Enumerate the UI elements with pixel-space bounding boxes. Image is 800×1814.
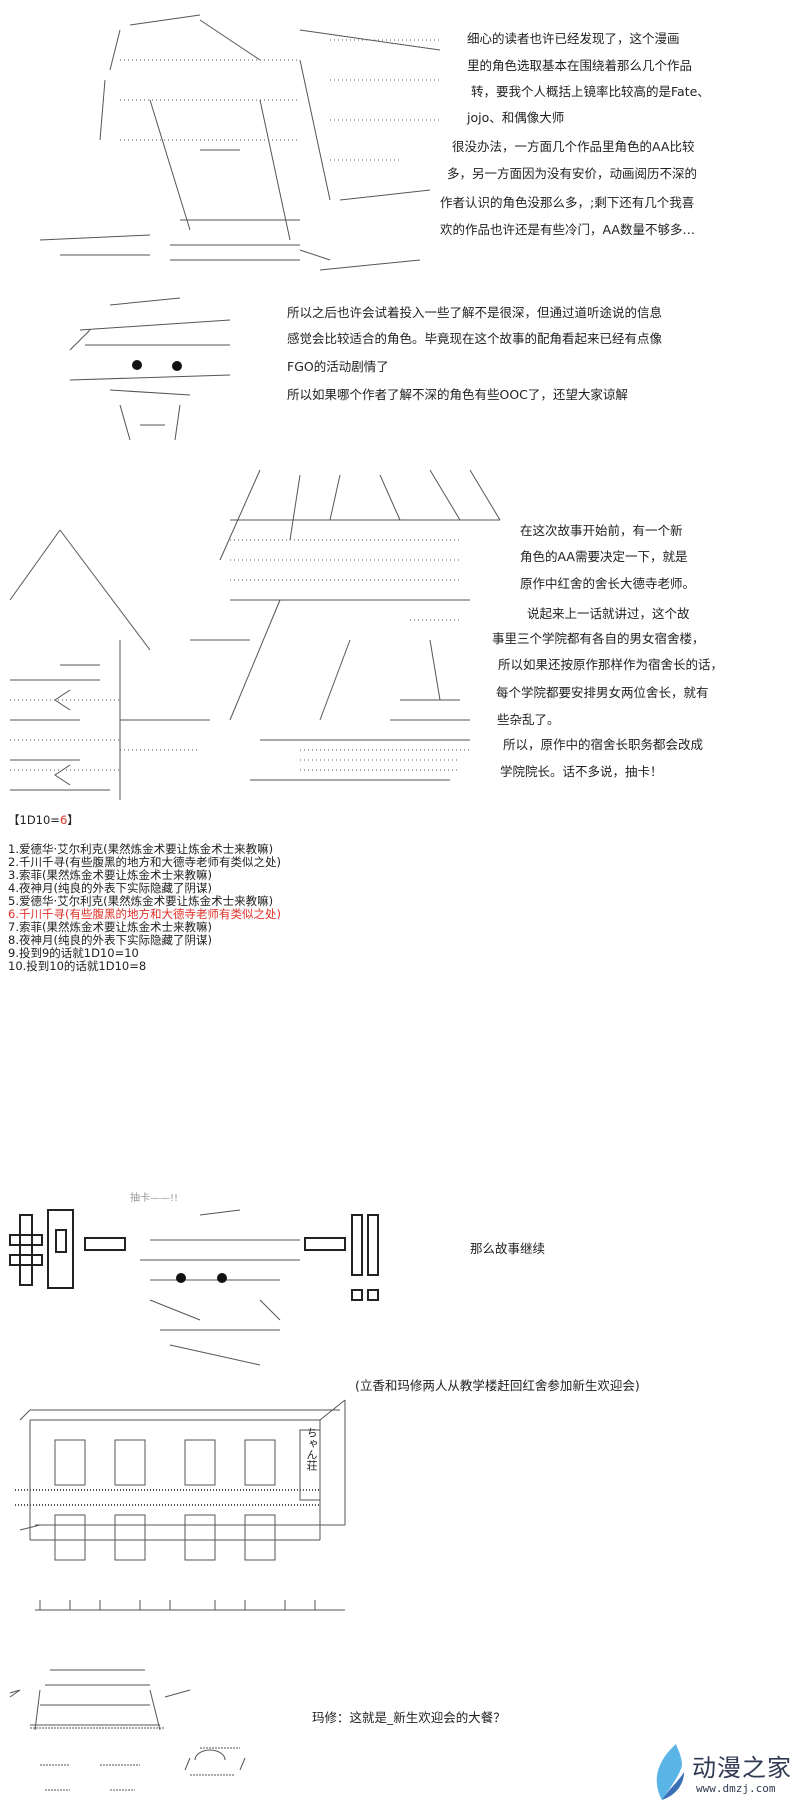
intro-line: 欢的作品也许还是有些冷门，AA数量不够多… — [440, 222, 695, 237]
story-line: 些杂乱了。 — [497, 712, 560, 727]
story-line: 在这次故事开始前，有一个新 — [520, 523, 683, 538]
intro-line: jojo、和偶像大师 — [467, 110, 565, 125]
dorm-caption: (立香和玛修两人从教学楼赶回红舍参加新生欢迎会) — [355, 1378, 640, 1393]
story-line: 角色的AA需要决定一下，就是 — [520, 549, 688, 564]
dice-value: 6 — [59, 813, 68, 827]
dice-option: 8.夜神月(纯良的外表下实际隐藏了阴谋) — [8, 933, 212, 947]
dice-option: 3.索菲(果然炼金术要让炼金术士来教嘛) — [8, 868, 212, 882]
dice-option: 7.索菲(果然炼金术要让炼金术士来教嘛) — [8, 920, 212, 934]
intro-line: 作者认识的角色没那么多，;剩下还有几个我喜 — [440, 195, 695, 210]
draw-caption: 那么故事继续 — [470, 1241, 546, 1256]
flame-logo-icon — [656, 1744, 684, 1800]
dice-option-selected: 6.千川千寻(有些腹黑的地方和大德寺老师有类似之处) — [8, 907, 281, 921]
dice-suffix: 】 — [67, 813, 79, 827]
story-line: 学院院长。话不多说，抽卡！ — [500, 764, 663, 779]
watermark-logo: 动漫之家 www.dmzj.com — [640, 1742, 800, 1804]
meal-plate-art — [9, 1669, 246, 1791]
dice-option: 4.夜神月(纯良的外表下实际隐藏了阴谋) — [8, 881, 212, 895]
story-line: 所以如果还按原作那样作为宿舍长的话， — [498, 657, 724, 672]
story-line: 原作中红舍的舍长大德寺老师。 — [520, 576, 696, 591]
story-line: 说起来上一话就讲过，这个故 — [527, 606, 690, 621]
note-line: 所以如果哪个作者了解不深的角色有些OOC了，还望大家谅解 — [287, 387, 628, 402]
draw-banner-art — [9, 1209, 379, 1301]
story-line: 每个学院都要安排男女两位舍长，就有 — [496, 685, 709, 700]
dice-prefix: 【1D10= — [8, 813, 60, 827]
dice-option: 5.爱德华·艾尔利克(果然炼金术要让炼金术士来教嘛) — [8, 894, 274, 908]
dorm-building-art — [15, 1399, 346, 1611]
dice-option: 10.投到10的话就1D10=8 — [8, 959, 147, 973]
watermark-url: www.dmzj.com — [696, 1782, 776, 1795]
watermark-name: 动漫之家 — [692, 1754, 792, 1782]
character-art-face-draw — [140, 1209, 300, 1366]
character-art-face-small — [69, 297, 231, 441]
story-line: 所以，原作中的宿舍长职务都会改成 — [503, 737, 704, 752]
character-art-top — [39, 14, 441, 271]
dorm-sign: ちゃん荘 — [305, 1427, 318, 1471]
dice-option: 9.投到9的话就1D10=10 — [8, 946, 139, 960]
intro-line: 很没办法，一方面几个作品里角色的AA比较 — [452, 139, 695, 154]
story-line: 事里三个学院都有各自的男女宿舍楼， — [492, 631, 705, 646]
character-art-middle — [9, 469, 501, 800]
note-line: 所以之后也许会试着投入一些了解不是很深，但通过道听途说的信息 — [287, 305, 663, 320]
intro-line: 里的角色选取基本在围绕着那么几个作品 — [467, 58, 693, 73]
meal-caption: 玛修：这就是_新生欢迎会的大餐？ — [312, 1710, 506, 1725]
dice-roll-result: 【1D10=6】 — [8, 814, 79, 827]
dice-option: 2.千川千寻(有些腹黑的地方和大德寺老师有类似之处) — [8, 855, 281, 869]
intro-line: 细心的读者也许已经发现了，这个漫画 — [467, 31, 680, 46]
draw-banner-text: 抽卡——!! — [130, 1193, 179, 1204]
note-line: FGO的活动剧情了 — [287, 359, 389, 374]
intro-line: 多，另一方面因为没有安价，动画阅历不深的 — [447, 166, 698, 181]
note-line: 感觉会比较适合的角色。毕竟现在这个故事的配角看起来已经有点像 — [287, 331, 663, 346]
intro-line: 转，要我个人概括上镜率比较高的是Fate、 — [471, 84, 710, 99]
dice-option: 1.爱德华·艾尔利克(果然炼金术要让炼金术士来教嘛) — [8, 842, 274, 856]
